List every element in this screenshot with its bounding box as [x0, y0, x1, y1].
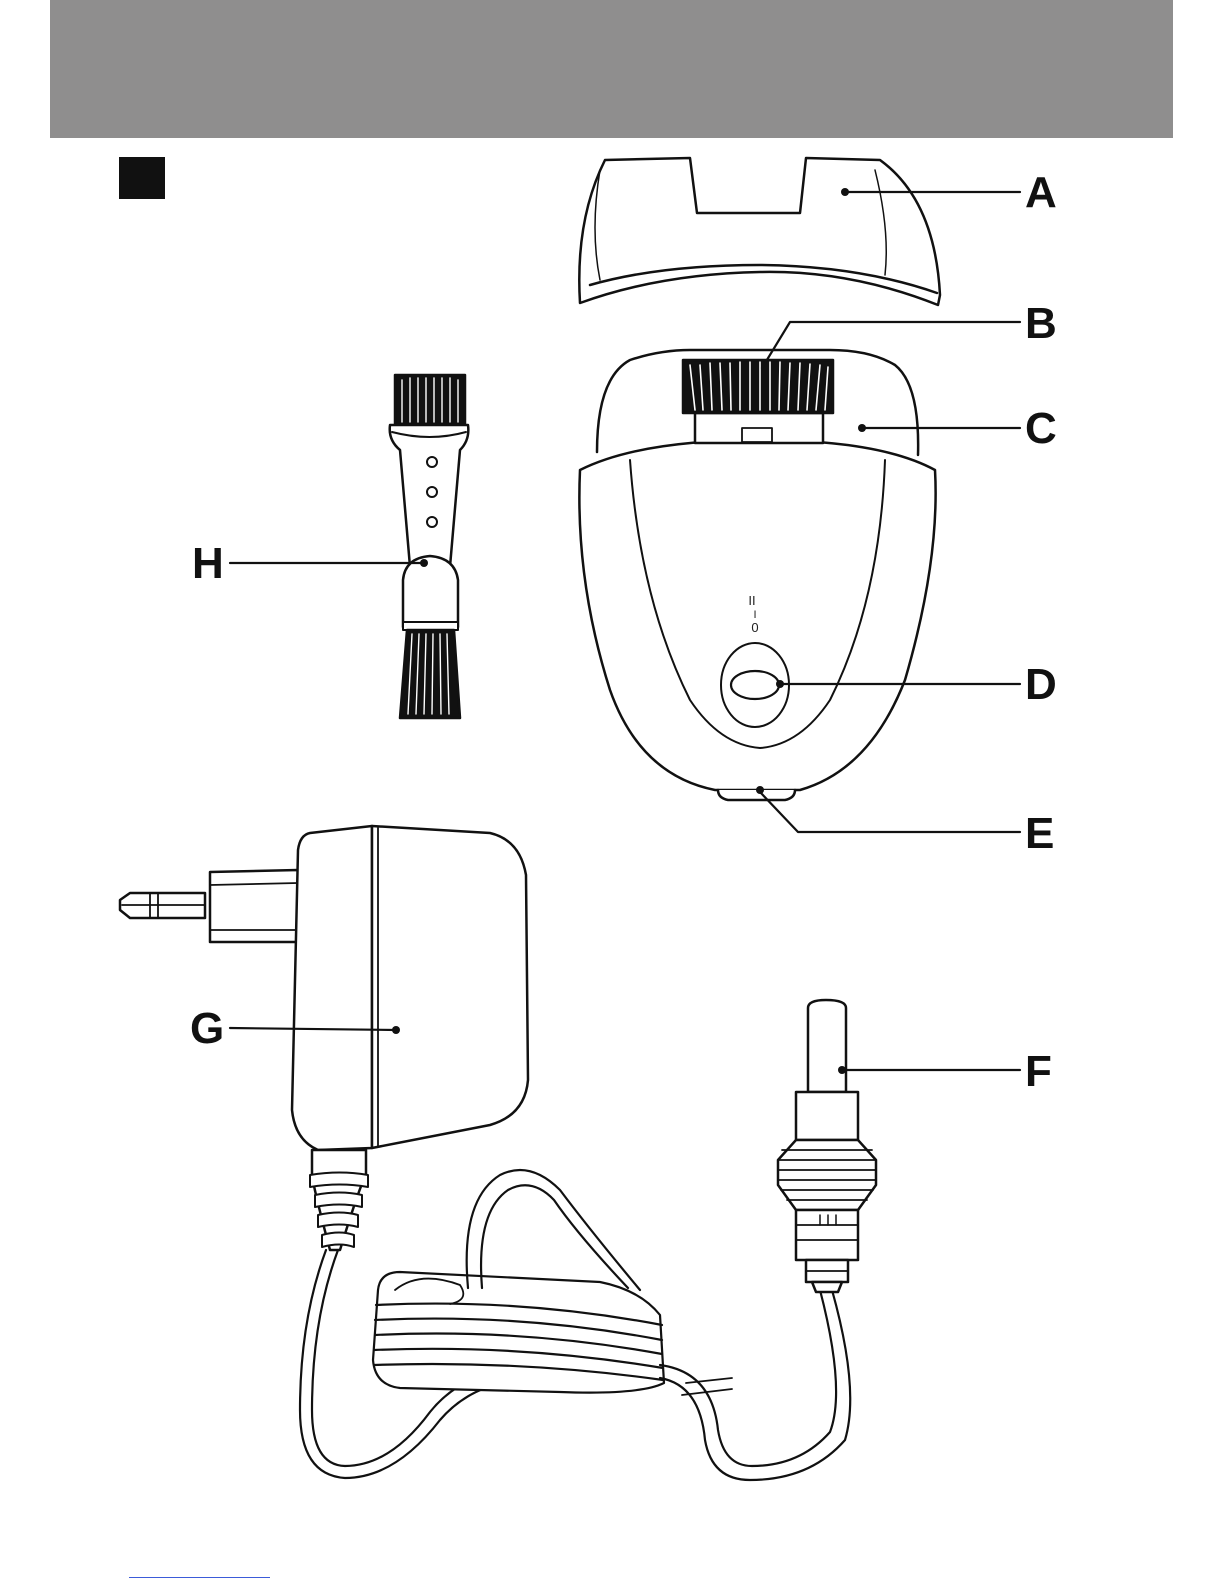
label-g: G — [190, 1004, 224, 1053]
label-d: D — [1025, 660, 1057, 709]
plug-connector-icon — [778, 1000, 876, 1292]
epilator-head-icon — [683, 360, 833, 443]
footer-link-underline — [129, 1577, 270, 1578]
adapter-icon — [120, 826, 528, 1250]
switch-mark-off: 0 — [751, 620, 758, 635]
switch-mark-on: II — [748, 593, 755, 608]
label-e: E — [1025, 809, 1054, 858]
cleaning-brush-icon — [390, 375, 469, 718]
label-b: B — [1025, 299, 1057, 348]
label-h: H — [192, 539, 224, 588]
label-a: A — [1025, 168, 1057, 217]
label-c: C — [1025, 404, 1057, 453]
leader-e — [760, 792, 1020, 832]
cap-icon — [579, 158, 940, 305]
cable-icon — [300, 1170, 850, 1480]
label-f: F — [1025, 1047, 1052, 1096]
